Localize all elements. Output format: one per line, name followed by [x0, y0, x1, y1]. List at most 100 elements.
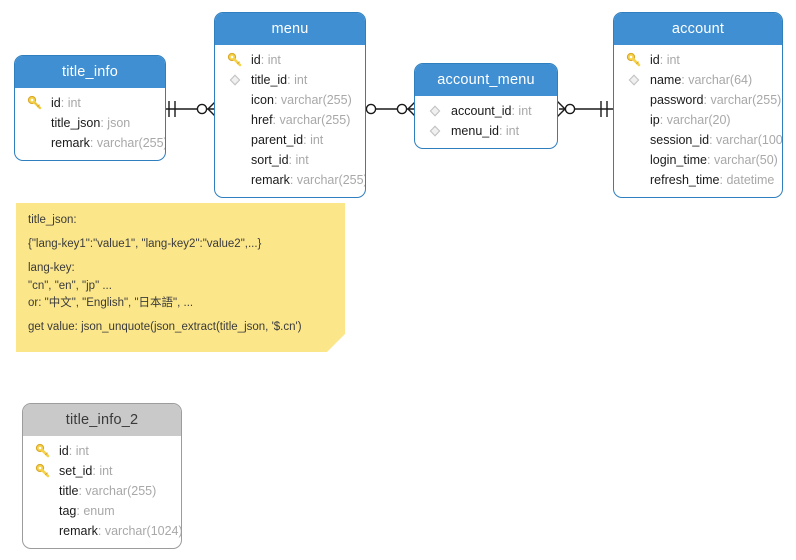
- field-type: : varchar(50): [706, 153, 778, 167]
- field-type: : int: [288, 153, 309, 167]
- entity-account_menu[interactable]: account_menu account_id: int menu_id: in…: [414, 63, 558, 149]
- field-name: href: [251, 113, 273, 127]
- relationship-title_info-menu[interactable]: [160, 96, 220, 122]
- field-row[interactable]: session_id: varchar(100): [614, 130, 782, 150]
- field-name: refresh_time: [650, 173, 720, 187]
- field-name: id: [51, 96, 61, 110]
- note-line: title_json:: [28, 214, 77, 226]
- field-name: account_id: [451, 104, 512, 118]
- diamond-icon: [628, 74, 640, 86]
- note-line: get value: json_unquote(json_extract(tit…: [28, 321, 302, 334]
- field-type: : varchar(64): [681, 73, 753, 87]
- field-type: : int: [60, 96, 81, 110]
- entity-account_menu-fields: account_id: int menu_id: int: [415, 96, 557, 148]
- field-row[interactable]: tag: enum: [23, 501, 181, 521]
- entity-title_info-fields: id: int title_json: json remark: varchar…: [15, 88, 165, 160]
- field-row[interactable]: title: varchar(255): [23, 481, 181, 501]
- field-row[interactable]: title_json: json: [15, 113, 165, 133]
- field-name: menu_id: [451, 124, 499, 138]
- field-name: id: [251, 53, 261, 67]
- key-icon: [626, 52, 641, 67]
- field-type: : varchar(20): [659, 113, 731, 127]
- entity-title_info_2-header: title_info_2: [23, 404, 181, 436]
- sticky-note-body: title_json: {"lang-key1":"value1", "lang…: [16, 203, 345, 334]
- field-row[interactable]: account_id: int: [415, 101, 557, 121]
- field-type: : json: [100, 116, 131, 130]
- field-type: : varchar(100): [709, 133, 783, 147]
- field-type: : int: [303, 133, 324, 147]
- field-type: : varchar(255): [272, 113, 351, 127]
- diamond-icon: [429, 105, 441, 117]
- key-icon: [35, 463, 50, 478]
- field-row[interactable]: remark: varchar(1024): [23, 521, 181, 541]
- field-row[interactable]: login_time: varchar(50): [614, 150, 782, 170]
- entity-title_info[interactable]: title_info id: int title_json: json rema…: [14, 55, 166, 161]
- field-row[interactable]: sort_id: int: [215, 150, 365, 170]
- field-name: icon: [251, 93, 274, 107]
- field-type: : varchar(255): [89, 136, 166, 150]
- field-row[interactable]: href: varchar(255): [215, 110, 365, 130]
- field-row[interactable]: ip: varchar(20): [614, 110, 782, 130]
- field-row[interactable]: id: int: [23, 441, 181, 461]
- field-type: : int: [498, 124, 520, 138]
- field-row[interactable]: menu_id: int: [415, 121, 557, 141]
- field-row[interactable]: set_id: int: [23, 461, 181, 481]
- note-line: lang-key:: [28, 262, 75, 275]
- field-type: : int: [287, 73, 308, 87]
- entity-account-fields: id: int name: varchar(64) password: varc…: [614, 45, 782, 197]
- key-icon: [227, 52, 242, 67]
- key-icon: [35, 443, 50, 458]
- field-name: id: [650, 53, 660, 67]
- field-row[interactable]: parent_id: int: [215, 130, 365, 150]
- entity-title_info-header: title_info: [15, 56, 165, 88]
- field-row[interactable]: id: int: [614, 50, 782, 70]
- field-row[interactable]: password: varchar(255): [614, 90, 782, 110]
- note-line: {"lang-key1":"value1", "lang-key2":"valu…: [28, 238, 262, 251]
- entity-menu-header: menu: [215, 13, 365, 45]
- diamond-icon: [229, 74, 241, 86]
- note-line: "cn", "en", "jp" ...: [28, 279, 112, 292]
- field-name: remark: [51, 136, 90, 150]
- entity-title_info_2[interactable]: title_info_2 id: int set_id: int: [22, 403, 182, 549]
- field-type: : int: [68, 444, 89, 458]
- field-row[interactable]: id: int: [15, 93, 165, 113]
- field-name: title: [59, 484, 79, 498]
- field-row[interactable]: title_id: int: [215, 70, 365, 90]
- field-type: : varchar(255): [703, 93, 782, 107]
- field-name: session_id: [650, 133, 710, 147]
- field-type: : varchar(255): [289, 173, 366, 187]
- field-name: title_id: [251, 73, 288, 87]
- note-fold-corner: [327, 334, 345, 352]
- field-row[interactable]: icon: varchar(255): [215, 90, 365, 110]
- entity-account_menu-header: account_menu: [415, 64, 557, 96]
- entity-menu[interactable]: menu id: int title_id: int icon: varchar…: [214, 12, 366, 198]
- field-name: login_time: [650, 153, 707, 167]
- entity-account-header: account: [614, 13, 782, 45]
- entity-title_info_2-fields: id: int set_id: int title: varchar(255) …: [23, 436, 181, 548]
- relationship-account_menu-account[interactable]: [553, 96, 617, 122]
- diamond-icon: [429, 125, 441, 137]
- relationship-menu-account_menu[interactable]: [358, 96, 420, 122]
- field-name: parent_id: [251, 133, 304, 147]
- field-name: password: [650, 93, 704, 107]
- field-name: name: [650, 73, 682, 87]
- field-row[interactable]: name: varchar(64): [614, 70, 782, 90]
- field-name: title_json: [51, 116, 101, 130]
- field-type: : int: [260, 53, 281, 67]
- field-name: remark: [59, 524, 98, 538]
- field-row[interactable]: remark: varchar(255): [215, 170, 365, 190]
- field-name: ip: [650, 113, 660, 127]
- field-type: : datetime: [719, 173, 775, 187]
- entity-account[interactable]: account id: int name: varchar(64) passwo…: [613, 12, 783, 198]
- field-row[interactable]: id: int: [215, 50, 365, 70]
- note-line: or: "中文", "English", "日本語", ...: [28, 296, 194, 309]
- sticky-note-title_json[interactable]: title_json: {"lang-key1":"value1", "lang…: [16, 203, 345, 352]
- field-type: : varchar(1024): [97, 524, 182, 538]
- field-row[interactable]: refresh_time: datetime: [614, 170, 782, 190]
- field-type: : int: [92, 464, 113, 478]
- field-row[interactable]: remark: varchar(255): [15, 133, 165, 153]
- field-type: : int: [511, 104, 532, 118]
- field-type: : varchar(255): [273, 93, 352, 107]
- field-name: set_id: [59, 464, 93, 478]
